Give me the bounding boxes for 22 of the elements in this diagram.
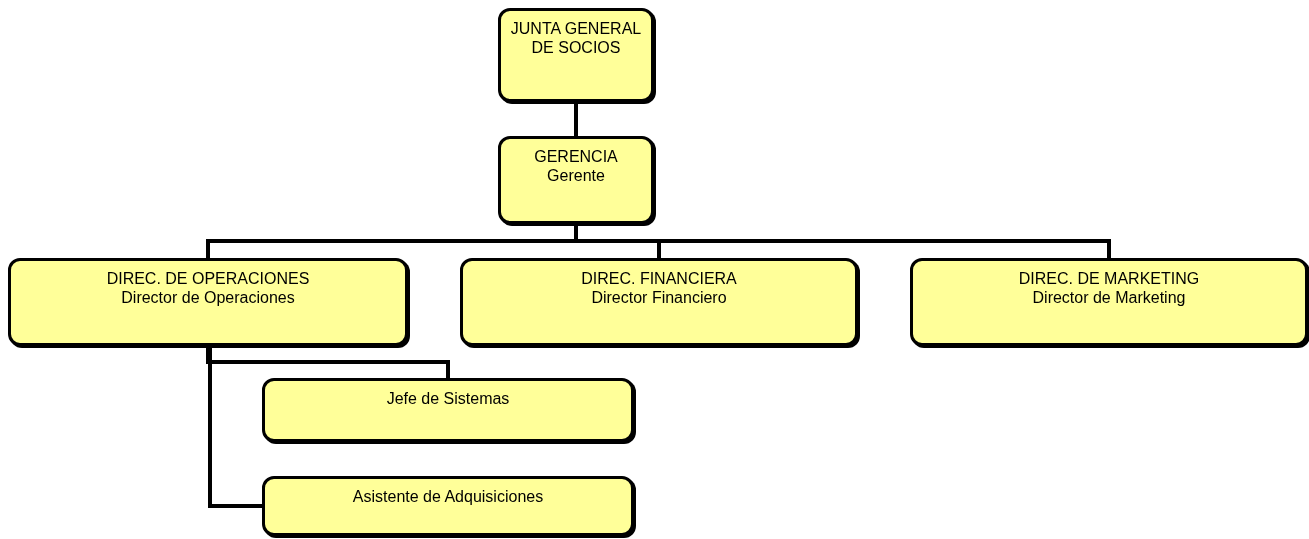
- unit-title: DIREC. DE MARKETING: [1017, 269, 1201, 288]
- org-box: [498, 136, 654, 224]
- connector-line: [574, 224, 1111, 258]
- unit-title: JUNTA GENERAL DE SOCIOS: [509, 19, 643, 57]
- org-box: [8, 258, 408, 346]
- connector-line: [206, 346, 450, 378]
- role-text: Director Financiero: [590, 288, 728, 307]
- org-box: [262, 476, 634, 536]
- unit-title: DIREC. DE OPERACIONES: [105, 269, 311, 288]
- unit-title: DIREC. FINANCIERA: [580, 269, 738, 288]
- role-text: Director de Marketing: [1031, 288, 1187, 307]
- role-text: Director de Operaciones: [120, 288, 296, 307]
- connector-line: [574, 102, 578, 136]
- org-box: [910, 258, 1308, 346]
- unit-title: Asistente de Adquisiciones: [351, 487, 545, 506]
- unit-title: Jefe de Sistemas: [385, 389, 511, 408]
- connector-line: [208, 346, 262, 508]
- org-box: [460, 258, 858, 346]
- unit-title: GERENCIA: [533, 147, 619, 166]
- role-text: Gerente: [546, 166, 606, 185]
- org-box: [498, 8, 654, 102]
- org-box: [262, 378, 634, 442]
